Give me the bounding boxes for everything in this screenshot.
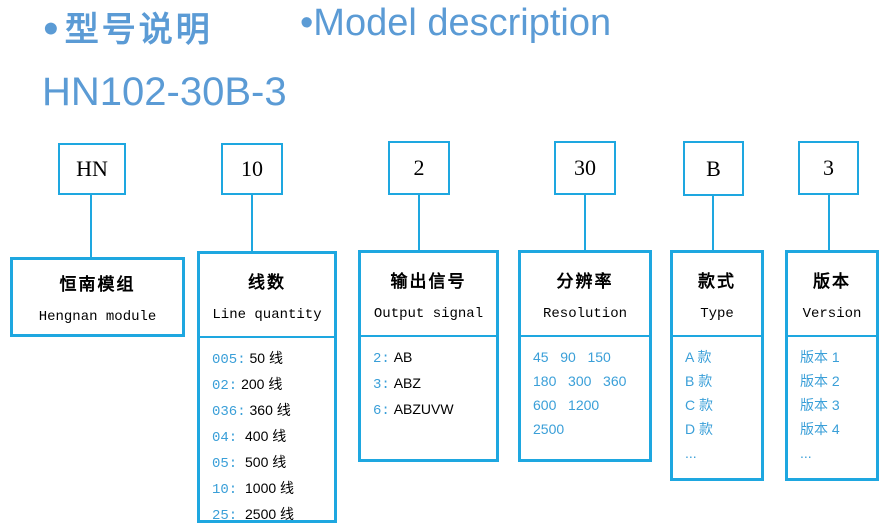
- list-item: 005: 50 线: [212, 350, 283, 368]
- list-item: ...: [800, 445, 812, 461]
- list-item: C 款: [685, 397, 713, 413]
- list-item: 600 1200: [533, 397, 600, 413]
- card-header: 款式 Type: [673, 253, 761, 337]
- code-box-b: B: [683, 141, 744, 196]
- list-item: 25: 2500 线: [212, 506, 295, 524]
- card-module: 恒南模组 Hengnan module: [10, 257, 185, 337]
- connector-line: [584, 195, 586, 251]
- list-item: B 款: [685, 373, 713, 389]
- card-title-en: Output signal: [373, 305, 484, 322]
- list-item: 45 90 150: [533, 349, 611, 365]
- list-item: 02: 200 线: [212, 376, 283, 394]
- card-title-en: Resolution: [542, 305, 627, 322]
- list-item: 2500: [533, 421, 565, 437]
- card-header: 线数 Line quantity: [200, 254, 334, 338]
- heading-chinese: •型号说明: [40, 10, 213, 50]
- list-item: A 款: [685, 349, 712, 365]
- card-title-en: Line quantity: [212, 306, 322, 323]
- card-title-cn: 款式: [698, 271, 736, 292]
- card-list: 2: AB 3: ABZ 6: ABZUVW: [361, 337, 496, 423]
- card-title-cn: 恒南模组: [59, 274, 136, 295]
- list-item: 版本 1: [800, 349, 840, 365]
- code-box-3: 3: [798, 141, 859, 195]
- model-number: HN102-30B-3: [42, 70, 287, 114]
- connector-line: [251, 195, 253, 252]
- list-item: 3: ABZ: [373, 375, 421, 393]
- card-list: 45 90 150 180 300 360 600 1200 2500: [521, 337, 649, 441]
- list-item: D 款: [685, 421, 713, 437]
- list-item: 版本 2: [800, 373, 840, 389]
- code-box-hn: HN: [58, 143, 126, 195]
- card-header: 分辨率 Resolution: [521, 253, 649, 337]
- card-title-cn: 版本: [813, 271, 851, 292]
- card-list: A 款 B 款 C 款 D 款 ...: [673, 337, 761, 465]
- connector-line: [90, 195, 92, 258]
- code-box-2: 2: [388, 141, 450, 195]
- card-title-en: Version: [802, 305, 862, 322]
- list-item: 180 300 360: [533, 373, 627, 389]
- card-header: 版本 Version: [788, 253, 876, 337]
- connector-line: [828, 195, 830, 251]
- code-box-30: 30: [554, 141, 616, 195]
- connector-line: [712, 196, 714, 251]
- list-item: 版本 4: [800, 421, 840, 437]
- card-type: 款式 Type A 款 B 款 C 款 D 款 ...: [670, 250, 764, 481]
- list-item: 6: ABZUVW: [373, 401, 454, 419]
- list-item: 版本 3: [800, 397, 840, 413]
- list-item: 10: 1000 线: [212, 480, 295, 498]
- card-output-signal: 输出信号 Output signal 2: AB 3: ABZ 6: ABZUV…: [358, 250, 499, 462]
- code-box-10: 10: [221, 143, 283, 195]
- list-item: 05: 500 线: [212, 454, 287, 472]
- card-list: 005: 50 线 02: 200 线 036: 360 线 04: 400 线…: [200, 338, 334, 528]
- card-title-cn: 线数: [248, 272, 286, 293]
- heading-english: •Model description: [300, 2, 612, 44]
- list-item: 2: AB: [373, 349, 413, 367]
- card-title-cn: 分辨率: [556, 271, 614, 292]
- card-title-en: Hengnan module: [38, 308, 157, 325]
- connector-line: [418, 195, 420, 251]
- card-line-quantity: 线数 Line quantity 005: 50 线 02: 200 线 036…: [197, 251, 337, 524]
- list-item: 036: 360 线: [212, 402, 291, 420]
- card-title-cn: 输出信号: [390, 271, 467, 292]
- card-resolution: 分辨率 Resolution 45 90 150 180 300 360 600…: [518, 250, 652, 462]
- list-item: ...: [685, 445, 697, 461]
- card-header: 输出信号 Output signal: [361, 253, 496, 337]
- list-item: 04: 400 线: [212, 428, 287, 446]
- card-version: 版本 Version 版本 1 版本 2 版本 3 版本 4 ...: [785, 250, 879, 481]
- card-title-en: Type: [700, 305, 734, 322]
- card-list: 版本 1 版本 2 版本 3 版本 4 ...: [788, 337, 876, 465]
